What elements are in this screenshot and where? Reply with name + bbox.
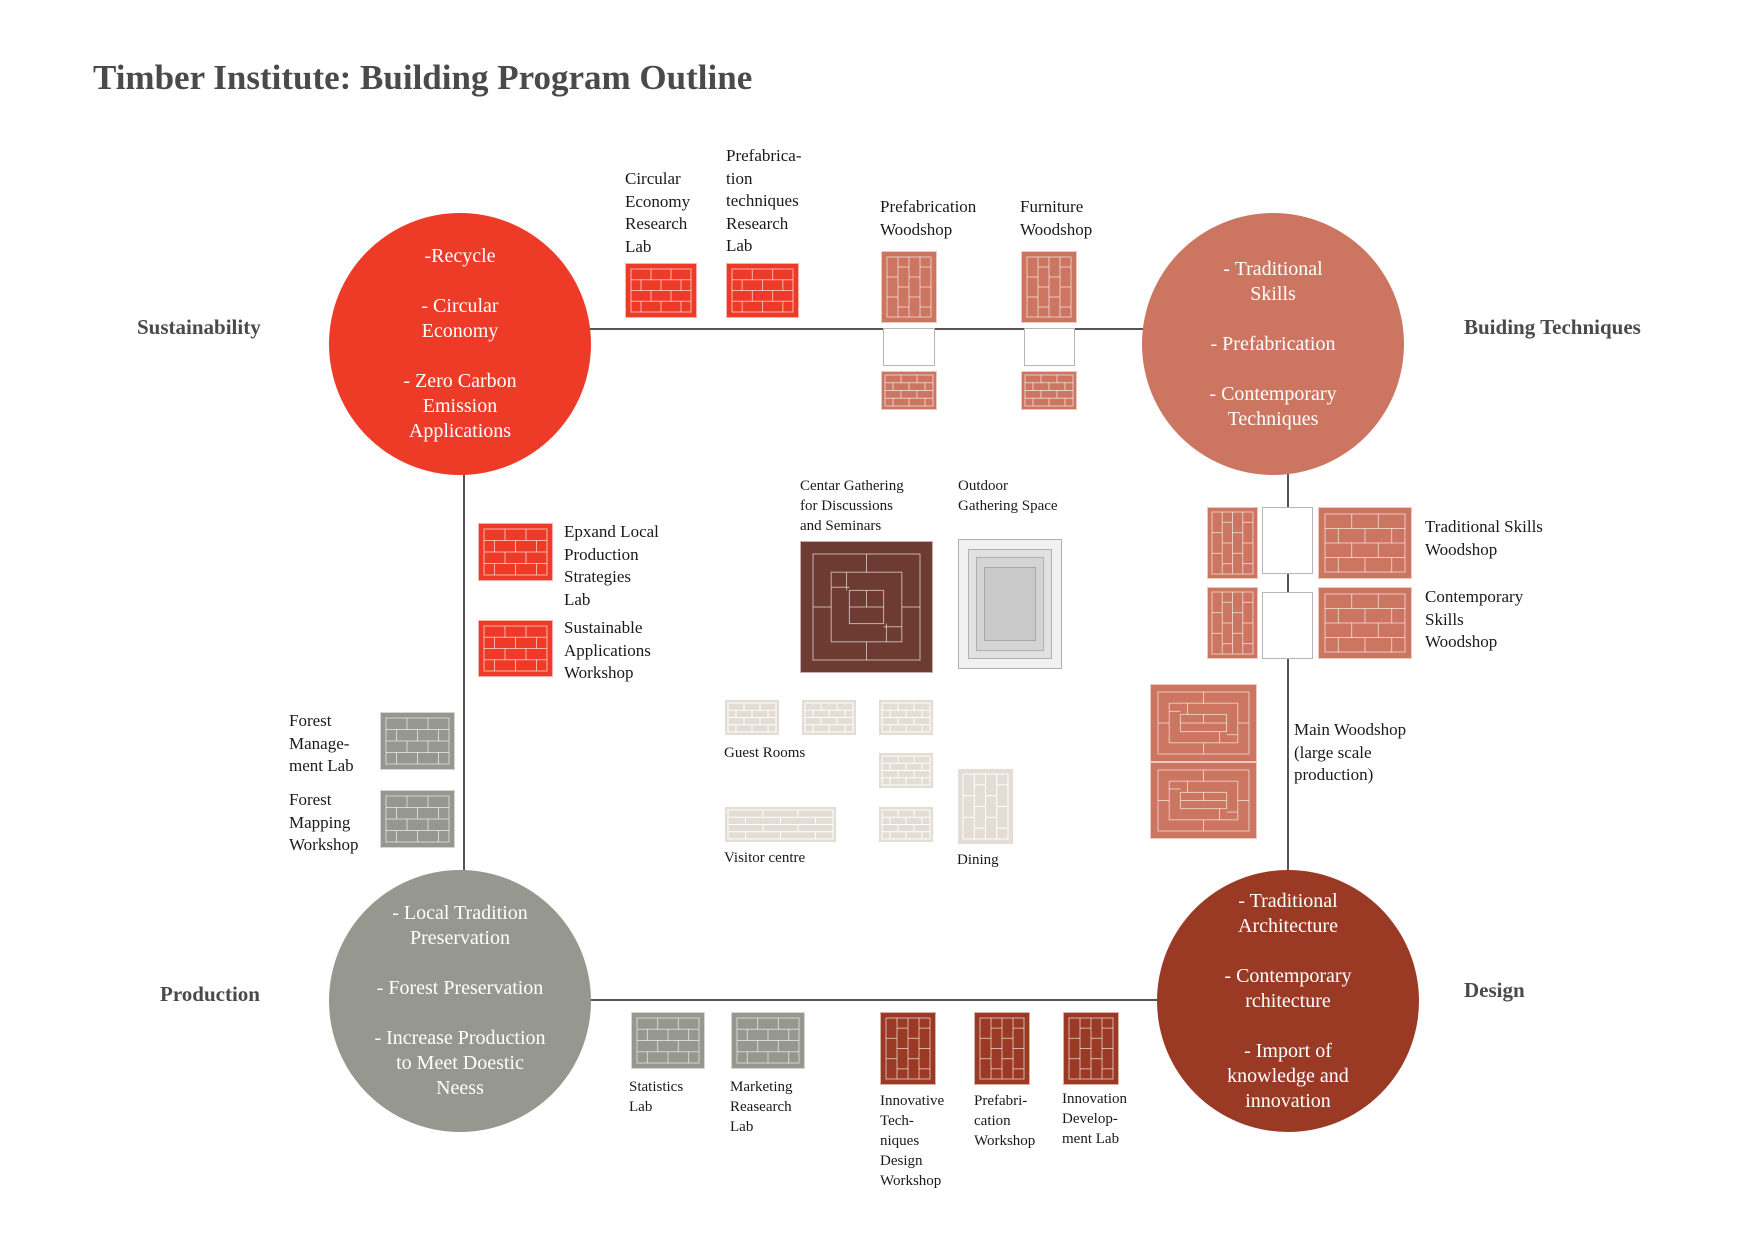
block-guest-room-5 <box>878 806 934 843</box>
category-design: Design <box>1464 978 1525 1002</box>
block-prefabrication-workshop <box>974 1012 1030 1085</box>
label-main-woodshop: Main Woodshop (large scale production) <box>1294 720 1407 784</box>
label-guest-rooms: Guest Rooms <box>724 745 806 761</box>
hub-production: - Local Tradition Preservation - Forest … <box>329 870 591 1132</box>
label-prefabrication-workshop: Prefabri- cation Workshop <box>974 1093 1036 1149</box>
block-dining <box>957 768 1014 845</box>
block-forest-management-lab <box>380 712 455 770</box>
block-guest-room-4 <box>878 752 934 789</box>
block-prefab-woodshop <box>881 251 937 323</box>
hub-design-text: - Traditional Architecture - Contemporar… <box>1224 889 1352 1112</box>
empty-contemporary-skills <box>1262 592 1313 659</box>
empty-traditional-skills <box>1262 507 1313 574</box>
block-circular-economy-lab <box>625 263 697 318</box>
empty-furniture-woodshop <box>1024 328 1075 366</box>
label-traditional-skills-woodshop: Traditional Skills Woodshop <box>1425 517 1543 559</box>
block-prefab-woodshop-small <box>881 371 937 410</box>
label-prefab-research-lab: Prefabrica- tion techniques Research Lab <box>726 146 802 255</box>
block-innovative-techniques-workshop <box>880 1012 936 1085</box>
block-center-gathering <box>800 541 933 673</box>
label-center-gathering: Centar Gathering for Discussions and Sem… <box>800 478 904 534</box>
block-guest-room-1 <box>724 699 780 736</box>
hub-sustainability: -Recycle - Circular Economy - Zero Carbo… <box>329 213 591 475</box>
connector-bottom <box>586 999 1161 1001</box>
block-local-production-lab <box>478 523 553 581</box>
label-innovation-lab: Innovation Develop- ment Lab <box>1062 1091 1127 1147</box>
label-visitor-centre: Visitor centre <box>724 850 806 866</box>
label-dining: Dining <box>957 852 999 868</box>
block-sustainable-workshop <box>478 620 553 677</box>
hub-building-techniques: - Traditional Skills - Prefabrication - … <box>1142 213 1404 475</box>
hub-design: - Traditional Architecture - Contemporar… <box>1157 870 1419 1132</box>
hub-sustainability-text: -Recycle - Circular Economy - Zero Carbo… <box>403 245 517 442</box>
label-circular-economy-lab: Circular Economy Research Lab <box>625 169 691 256</box>
category-sustainability: Sustainability <box>137 315 261 339</box>
connector-left <box>463 473 465 871</box>
block-traditional-skills-small <box>1207 507 1258 579</box>
label-forest-mapping-workshop: Forest Mapping Workshop <box>289 790 359 854</box>
label-statistics-lab: Statistics Lab <box>629 1079 684 1115</box>
label-forest-management-lab: Forest Manage- ment Lab <box>289 711 354 775</box>
label-outdoor-gathering: Outdoor Gathering Space <box>958 478 1058 514</box>
block-innovation-lab <box>1063 1012 1119 1085</box>
block-guest-room-3 <box>878 699 934 736</box>
block-contemporary-skills-large <box>1318 587 1412 659</box>
block-guest-room-2 <box>801 699 857 736</box>
block-outdoor-gathering <box>958 539 1062 669</box>
block-contemporary-skills-small <box>1207 587 1258 659</box>
connector-right <box>1287 473 1289 871</box>
label-contemporary-skills-woodshop: Contemporary Skills Woodshop <box>1425 587 1524 651</box>
block-furniture-woodshop-small <box>1021 371 1077 410</box>
block-marketing-lab <box>731 1012 805 1069</box>
hub-production-text: - Local Tradition Preservation - Forest … <box>374 902 546 1099</box>
label-marketing-lab: Marketing Reasearch Lab <box>730 1079 793 1135</box>
block-traditional-skills-large <box>1318 507 1412 579</box>
label-furniture-woodshop: Furniture Woodshop <box>1020 197 1093 239</box>
label-prefab-woodshop: Prefabrication Woodshop <box>880 197 977 239</box>
block-forest-mapping-workshop <box>380 790 455 848</box>
block-main-woodshop-upper <box>1150 684 1257 762</box>
empty-prefab-woodshop <box>883 328 935 366</box>
block-prefab-research-lab <box>726 263 799 318</box>
block-furniture-woodshop <box>1021 251 1077 323</box>
page-title: Timber Institute: Building Program Outli… <box>93 58 753 97</box>
block-statistics-lab <box>631 1012 705 1069</box>
hub-building-techniques-text: - Traditional Skills - Prefabrication - … <box>1209 257 1337 430</box>
category-building-techniques: Buiding Techniques <box>1464 315 1641 339</box>
block-main-woodshop-lower <box>1150 762 1257 839</box>
block-visitor-centre <box>724 806 837 843</box>
category-production: Production <box>160 982 260 1006</box>
label-local-production-lab: Epxand Local Production Strategies Lab <box>564 522 659 609</box>
connector-top <box>586 328 1148 330</box>
label-innovative-techniques-workshop: Innovative Tech- niques Design Workshop <box>880 1093 945 1189</box>
label-sustainable-workshop: Sustainable Applications Workshop <box>564 618 651 682</box>
